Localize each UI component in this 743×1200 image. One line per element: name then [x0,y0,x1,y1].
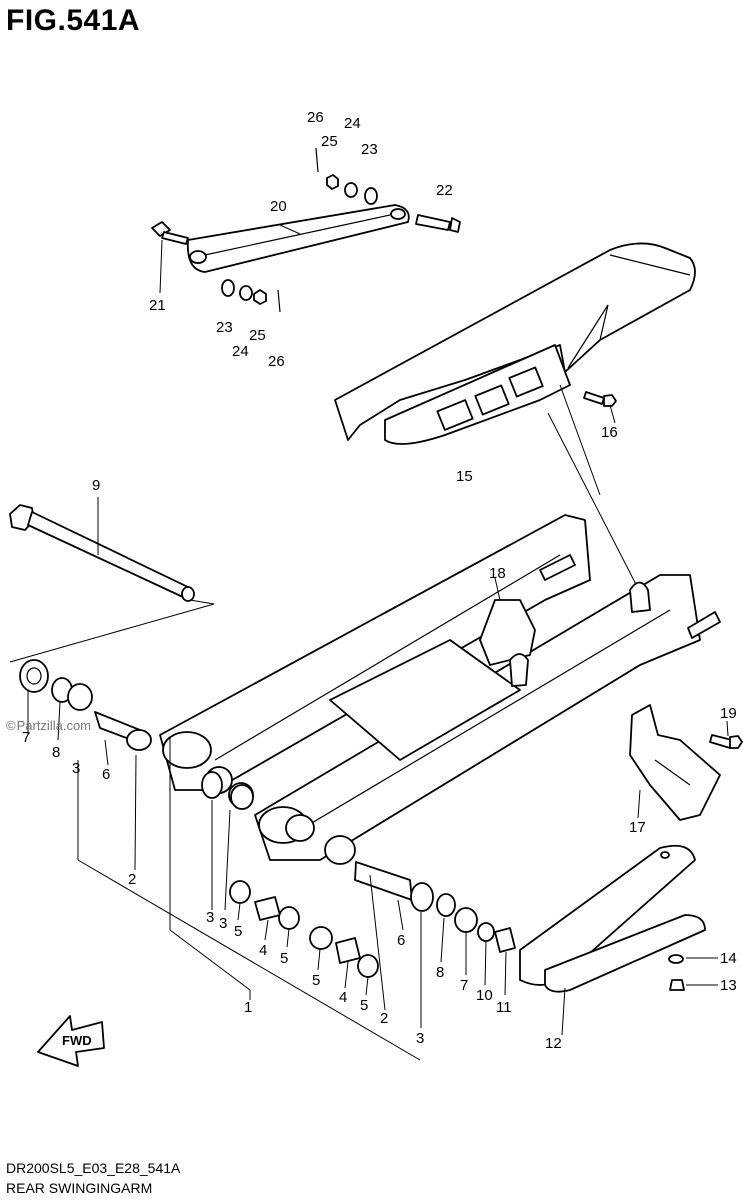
fasteners-13-14 [668,954,685,991]
callout-19: 19 [720,705,737,722]
fwd-arrow: FWD [37,1015,105,1067]
callout-5: 5 [234,923,242,940]
chain-slider [519,844,706,993]
callout-numbers: 26 25 24 23 22 20 21 23 24 25 26 16 15 9… [22,109,737,1052]
callout-16: 16 [601,424,618,441]
callout-3: 3 [416,1030,424,1047]
callout-10: 10 [476,987,493,1004]
callout-5: 5 [312,972,320,989]
callout-24: 24 [232,343,249,360]
callout-21: 21 [149,297,166,314]
callout-24: 24 [344,115,361,132]
callout-3: 3 [206,909,214,926]
pivot-bolt [9,504,195,602]
callout-18: 18 [489,565,506,582]
callout-1: 1 [244,999,252,1016]
callout-5: 5 [360,997,368,1014]
swingarm [159,514,721,865]
callout-6: 6 [397,932,405,949]
callout-7: 7 [460,977,468,994]
bolt-19 [709,734,743,749]
right-pivot-hardware [354,861,516,953]
torque-link-rod [186,204,410,273]
callout-9: 9 [92,477,100,494]
chain-case [334,242,696,445]
needle-bearings [229,880,379,978]
diagram-code: DR200SL5_E03_E28_541A [6,1160,181,1176]
callout-3: 3 [219,915,227,932]
callout-11: 11 [496,999,512,1016]
chain-guide-17 [629,704,721,821]
callout-22: 22 [436,182,453,199]
callout-23: 23 [216,319,233,336]
callout-4: 4 [339,989,347,1006]
callout-4: 4 [259,942,267,959]
callout-20: 20 [270,198,287,215]
callout-3: 3 [72,760,80,777]
callout-25: 25 [249,327,266,344]
watermark: ©Partzilla.com [6,718,91,733]
bolt-16 [583,391,617,407]
callout-14: 14 [720,950,737,967]
callout-2: 2 [380,1010,388,1027]
callout-25: 25 [321,133,338,150]
watermark-text: Partzilla.com [16,718,92,733]
callout-2: 2 [128,871,136,888]
callout-15: 15 [456,468,473,485]
bolt-22 [415,214,461,233]
figure-title: FIG.541A [6,4,141,37]
callout-5: 5 [280,950,288,967]
callout-17: 17 [629,819,646,836]
diagram-caption: REAR SWINGINGARM [6,1180,153,1196]
callout-12: 12 [545,1035,562,1052]
callout-7: 7 [22,729,30,746]
left-pivot-hardware [19,659,254,810]
callout-13: 13 [720,977,737,994]
copyright-icon: © [6,718,16,733]
callout-23: 23 [361,141,378,158]
callout-8: 8 [52,744,60,761]
leader-lines [27,224,729,1061]
upper-nut-washer-set [315,147,378,205]
fwd-label: FWD [62,1033,92,1048]
callout-26: 26 [268,353,285,370]
callout-6: 6 [102,766,110,783]
bolt-21 [151,221,189,245]
callout-8: 8 [436,964,444,981]
lower-nut-washer-set [221,279,281,313]
callout-26: 26 [307,109,324,126]
